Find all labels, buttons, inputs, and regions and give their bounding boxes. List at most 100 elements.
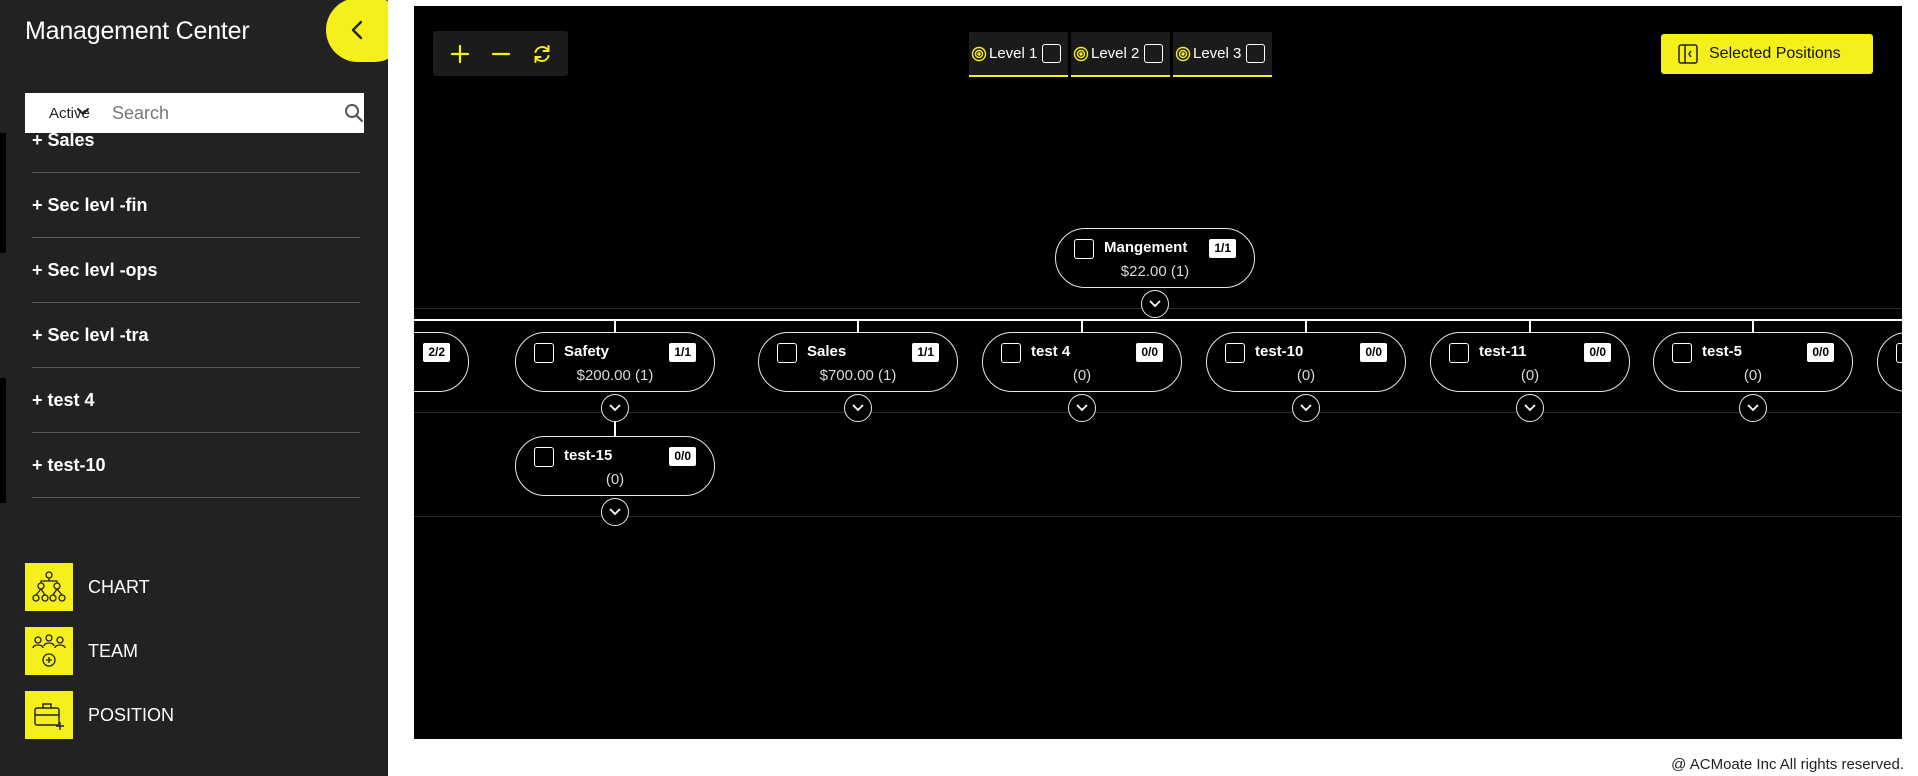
nav-item-position[interactable]: POSITION [25,690,174,740]
node-checkbox[interactable] [534,343,554,363]
expand-button[interactable] [601,498,629,526]
list-marker [0,133,6,253]
row-divider [414,412,1902,413]
collapse-sidebar-button[interactable] [326,0,388,62]
tab-level-3[interactable]: Level 3 [1173,32,1272,77]
node-count-badge: 1/1 [1209,239,1236,258]
node-value: $700.00 (1) [819,367,897,384]
node-checkbox[interactable] [1896,343,1902,363]
chevron-down-icon [609,404,621,412]
list-item[interactable]: + Sec levl -fin [32,173,360,238]
level-tabs: Level 1 Level 2 Level 3 [969,32,1275,77]
node-value: $22.00 (1) [1120,263,1190,280]
position-node[interactable]: test-10 0/0 (0) [1206,332,1406,392]
nav-label: TEAM [88,640,139,661]
node-name: Sales [807,343,847,360]
chart-canvas[interactable]: Level 1 Level 2 Level 3 Selected Positio… [414,6,1902,739]
chevron-down-icon [77,108,89,116]
connector [614,408,616,438]
node-checkbox[interactable] [534,447,554,467]
tab-level-1[interactable]: Level 1 [969,32,1068,77]
expand-button[interactable] [1068,394,1096,422]
connector [857,320,859,332]
zoom-out-button[interactable] [483,36,519,72]
zoom-in-button[interactable] [442,36,478,72]
connector [1081,320,1083,332]
nav-item-team[interactable]: TEAM [25,626,174,676]
expand-button[interactable] [601,394,629,422]
level-label: Level 3 [1193,45,1242,62]
node-value: (0) [1296,367,1316,384]
level-checkbox[interactable] [1246,44,1266,63]
chevron-down-icon [1149,300,1161,308]
node-name: test-5 [1702,343,1743,360]
position-node[interactable]: test-15 0/0 (0) [515,436,715,496]
node-checkbox[interactable] [777,343,797,363]
sidebar: Management Center Active + Sales + Sec l… [0,0,388,776]
node-count-badge: 0/0 [1136,343,1163,362]
expand-button[interactable] [1516,394,1544,422]
position-node[interactable]: Sales 1/1 $700.00 (1) [758,332,958,392]
node-checkbox[interactable] [1449,343,1469,363]
search-input[interactable] [98,93,344,133]
position-node[interactable] [1877,332,1902,392]
connector [1305,320,1307,332]
position-node[interactable]: test-5 0/0 (0) [1653,332,1853,392]
position-node[interactable]: Safety 1/1 $200.00 (1) [515,332,715,392]
list-marker [0,378,6,503]
level-label: Level 1 [989,45,1038,62]
list-item[interactable]: + Sec levl -ops [32,238,360,303]
status-select[interactable]: Active [25,93,98,133]
level-checkbox[interactable] [1144,44,1164,63]
node-checkbox[interactable] [1074,239,1094,259]
level-checkbox[interactable] [1042,44,1062,63]
node-checkbox[interactable] [1225,343,1245,363]
search-icon[interactable] [344,93,364,133]
reset-view-button[interactable] [524,36,560,72]
expand-button[interactable] [1292,394,1320,422]
list-item[interactable]: + Sec levl -tra [32,303,360,368]
minus-icon [491,52,510,55]
connector [1529,320,1531,332]
row-divider [414,516,1902,517]
nav-item-chart[interactable]: CHART [25,562,174,612]
node-name: Safety [564,343,610,360]
connector [614,320,616,332]
connector [1752,320,1754,332]
node-value: (0) [1743,367,1763,384]
nav-label: POSITION [88,704,175,725]
briefcase-add-icon [25,691,73,739]
expand-button[interactable] [844,394,872,422]
node-checkbox[interactable] [1672,343,1692,363]
node-value: (0) [605,471,625,488]
chevron-down-icon [1524,404,1536,412]
expand-button[interactable] [1739,394,1767,422]
search-row: Active [25,93,364,133]
expand-button[interactable] [1141,290,1169,318]
list-item[interactable]: + Sales [32,128,360,173]
selected-positions-button[interactable]: Selected Positions [1661,34,1873,74]
chevron-down-icon [852,404,864,412]
nav-label: CHART [88,576,150,597]
node-checkbox[interactable] [1001,343,1021,363]
position-node[interactable]: test 4 0/0 (0) [982,332,1182,392]
position-node[interactable]: test-11 0/0 (0) [1430,332,1630,392]
sidebar-title: Management Center [25,17,250,45]
node-name: Mangement [1104,239,1188,256]
chevron-down-icon [1747,404,1759,412]
list-item[interactable]: + test-10 [32,433,360,498]
team-icon [25,627,73,675]
level-label: Level 2 [1091,45,1140,62]
chevron-down-icon [1076,404,1088,412]
node-count-badge: 2/2 [423,343,450,362]
node-value: $200.00 (1) [576,367,654,384]
node-count-badge: 0/0 [1584,343,1611,362]
org-chart-icon [25,563,73,611]
list-item[interactable]: + test 4 [32,368,360,433]
position-node[interactable]: 2/2 [414,332,469,392]
chevron-down-icon [1300,404,1312,412]
tab-level-2[interactable]: Level 2 [1071,32,1170,77]
position-node[interactable]: Mangement 1/1 $22.00 (1) [1055,228,1255,288]
node-count-badge: 1/1 [669,343,696,362]
node-name: test-11 [1479,343,1527,360]
